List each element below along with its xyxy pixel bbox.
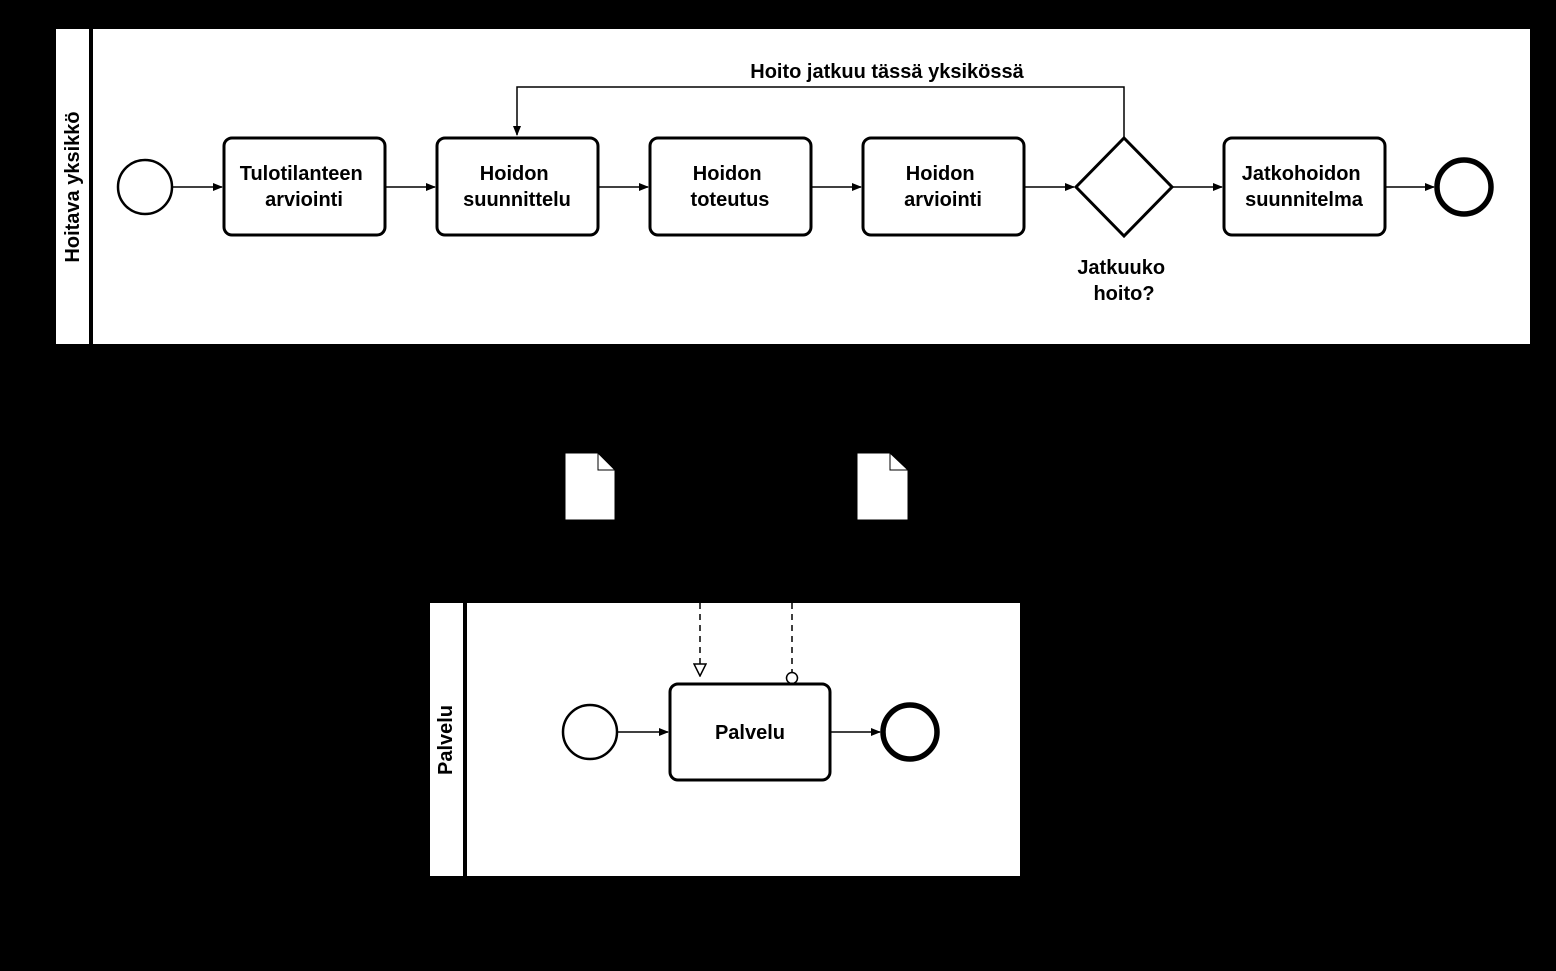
end-event xyxy=(1434,157,1494,217)
task-label-line: Hoidon xyxy=(693,163,762,185)
service-start-event xyxy=(561,703,619,761)
document-icon xyxy=(564,452,616,521)
task-label-line: Hoidon xyxy=(480,163,549,185)
start-event xyxy=(116,158,174,216)
task-label-line: arviointi xyxy=(265,189,343,211)
gateway-jatkuuko-hoito: Jatkuuko hoito? xyxy=(1073,135,1175,305)
document-icon xyxy=(856,452,909,521)
flow-loop-back xyxy=(513,86,1125,138)
task-jatkohoidon-suunnitelma: Jatkohoidon suunnitelma xyxy=(1222,136,1387,237)
task-hoidon-arviointi: Hoidon arviointi xyxy=(861,136,1026,237)
service-end-event xyxy=(880,702,940,762)
svg-text:Jatkohoidon suunnitelma: Jatkohoidon suunnitelma xyxy=(1242,163,1366,211)
task-label-line: suunnitelma xyxy=(1245,189,1364,211)
task-label-line: Tulotilanteen xyxy=(240,163,363,185)
loop-label: Hoito jatkuu tässä yksikössä xyxy=(750,61,1024,83)
svg-text:Hoidon suunnittelu: Hoidon suunnittelu xyxy=(463,163,571,211)
task-label-line: toteutus xyxy=(691,189,770,211)
gateway-label-line: Jatkuuko xyxy=(1077,257,1165,279)
svg-text:Jatkuuko hoito?: Jatkuuko hoito? xyxy=(1077,257,1170,305)
task-label-line: suunnittelu xyxy=(463,189,571,211)
message-flow-origin-circle xyxy=(785,671,799,685)
pool-label-top: Hoitava yksikkö xyxy=(62,111,84,262)
task-hoidon-suunnittelu: Hoidon suunnittelu xyxy=(435,136,600,237)
task-palvelu: Palvelu xyxy=(668,682,832,782)
svg-text:Hoidon arviointi: Hoidon arviointi xyxy=(904,163,982,211)
task-hoidon-toteutus: Hoidon toteutus xyxy=(648,136,813,237)
gateway-label-line: hoito? xyxy=(1093,283,1154,305)
task-label-line: Jatkohoidon xyxy=(1242,163,1361,185)
task-label-line: Hoidon xyxy=(906,163,975,185)
task-label-line: Palvelu xyxy=(715,722,785,744)
task-tulotilanteen-arviointi: Tulotilanteen arviointi xyxy=(222,136,387,237)
svg-text:Tulotilanteen arviointi: Tulotilanteen arviointi xyxy=(240,163,369,211)
svg-text:Hoidon toteutus: Hoidon toteutus xyxy=(691,163,770,211)
pool-label-bottom: Palvelu xyxy=(435,705,457,775)
task-label-line: arviointi xyxy=(904,189,982,211)
